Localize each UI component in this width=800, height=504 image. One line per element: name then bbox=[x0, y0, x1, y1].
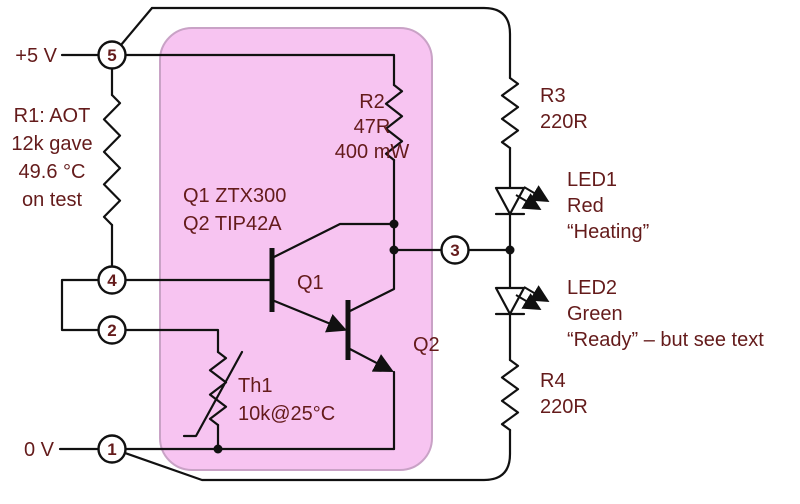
junction-dots bbox=[213, 219, 515, 454]
led1-emission-arrow bbox=[515, 193, 542, 211]
r2-power-label: 400 mW bbox=[335, 141, 410, 163]
resistor-zigzag bbox=[102, 93, 122, 227]
resistor-zigzag bbox=[500, 358, 520, 432]
led1-color-label: Red bbox=[567, 195, 604, 217]
resistor-r4-symbol bbox=[500, 358, 520, 432]
th1-value-label: 10k@25°C bbox=[238, 403, 335, 425]
led2-color-label: Green bbox=[567, 303, 623, 325]
thermistor-strike-line bbox=[182, 350, 244, 438]
r1-label-line-2: 12k gave bbox=[11, 133, 92, 155]
q2-type-label: Q2 TIP42A bbox=[183, 213, 282, 235]
gnd-label: 0 V bbox=[24, 439, 55, 461]
q2-top-wire bbox=[346, 248, 396, 314]
q1-type-label: Q1 ZTX300 bbox=[183, 185, 286, 207]
transistor-q1-symbol bbox=[124, 222, 396, 333]
r3-value-label: 220R bbox=[540, 111, 588, 133]
resistor-r3-symbol bbox=[500, 76, 520, 150]
junction-dot bbox=[213, 444, 223, 454]
thermistor-th1-symbol bbox=[124, 328, 244, 451]
node-number-3: 3 bbox=[450, 241, 459, 260]
led2-function-label: “Ready” – but see text bbox=[567, 329, 764, 351]
wire bbox=[124, 328, 220, 354]
led2-emission-arrow bbox=[515, 293, 542, 311]
r1-label-line-1: R1: AOT bbox=[14, 105, 91, 127]
r4-value-label: 220R bbox=[540, 396, 588, 418]
outer-wiring bbox=[119, 6, 512, 482]
q1-emitter-wire bbox=[270, 298, 348, 333]
transistor-q2-symbol bbox=[345, 248, 396, 451]
supply-rails bbox=[58, 53, 396, 451]
resistor-zigzag bbox=[500, 76, 520, 150]
q1-collector-wire bbox=[270, 222, 396, 260]
resistor-r2-symbol bbox=[384, 83, 404, 252]
led2-triangle bbox=[494, 286, 526, 316]
resistor-zigzag bbox=[384, 83, 404, 162]
wire-top-edge bbox=[150, 6, 512, 80]
node-pads: 5 4 2 1 3 bbox=[97, 40, 470, 464]
th1-name-label: Th1 bbox=[238, 375, 272, 397]
q2-ref-label: Q2 bbox=[413, 334, 440, 356]
led1-function-label: “Heating” bbox=[567, 221, 649, 243]
labels: +5 V 0 V R1: AOT 12k gave 49.6 °C on tes… bbox=[11, 45, 764, 461]
wire-top-left-diagonal bbox=[119, 6, 154, 47]
wire-node4-node2-loop bbox=[60, 278, 100, 332]
wire-bottom-edge bbox=[123, 428, 512, 482]
node-pad-5 bbox=[97, 40, 127, 70]
node-pad-2 bbox=[97, 315, 127, 345]
node-pad-3 bbox=[440, 235, 470, 265]
q1-ref-label: Q1 bbox=[297, 272, 324, 294]
node-number-4: 4 bbox=[107, 271, 117, 290]
junction-dot bbox=[389, 219, 399, 229]
node-number-5: 5 bbox=[107, 46, 116, 65]
node-number-1: 1 bbox=[107, 440, 116, 459]
junction-dot bbox=[389, 245, 399, 255]
led2-symbol bbox=[494, 285, 550, 316]
led2-emission-arrow bbox=[523, 285, 550, 303]
led1-name-label: LED1 bbox=[567, 169, 617, 191]
node-pad-4 bbox=[97, 265, 127, 295]
vcc-label: +5 V bbox=[15, 45, 57, 67]
led1-emission-arrow bbox=[523, 185, 550, 203]
r2-name-label: R2 bbox=[359, 91, 385, 113]
r1-label-line-3: 49.6 °C bbox=[19, 161, 86, 183]
junction-dot bbox=[505, 245, 515, 255]
led1-triangle bbox=[494, 186, 526, 216]
thermistor-zigzag bbox=[208, 350, 228, 427]
q2-bottom-wire bbox=[346, 346, 394, 373]
led1-symbol bbox=[494, 185, 550, 216]
wire-vcc-rail bbox=[124, 53, 396, 87]
r2-value-label: 47R bbox=[354, 116, 391, 138]
r3-name-label: R3 bbox=[540, 85, 566, 107]
node-pad-1 bbox=[97, 434, 127, 464]
resistor-r1-symbol bbox=[102, 67, 122, 268]
r4-name-label: R4 bbox=[540, 370, 566, 392]
r1-label-line-4: on test bbox=[22, 189, 82, 211]
node-number-2: 2 bbox=[107, 321, 116, 340]
led2-name-label: LED2 bbox=[567, 277, 617, 299]
